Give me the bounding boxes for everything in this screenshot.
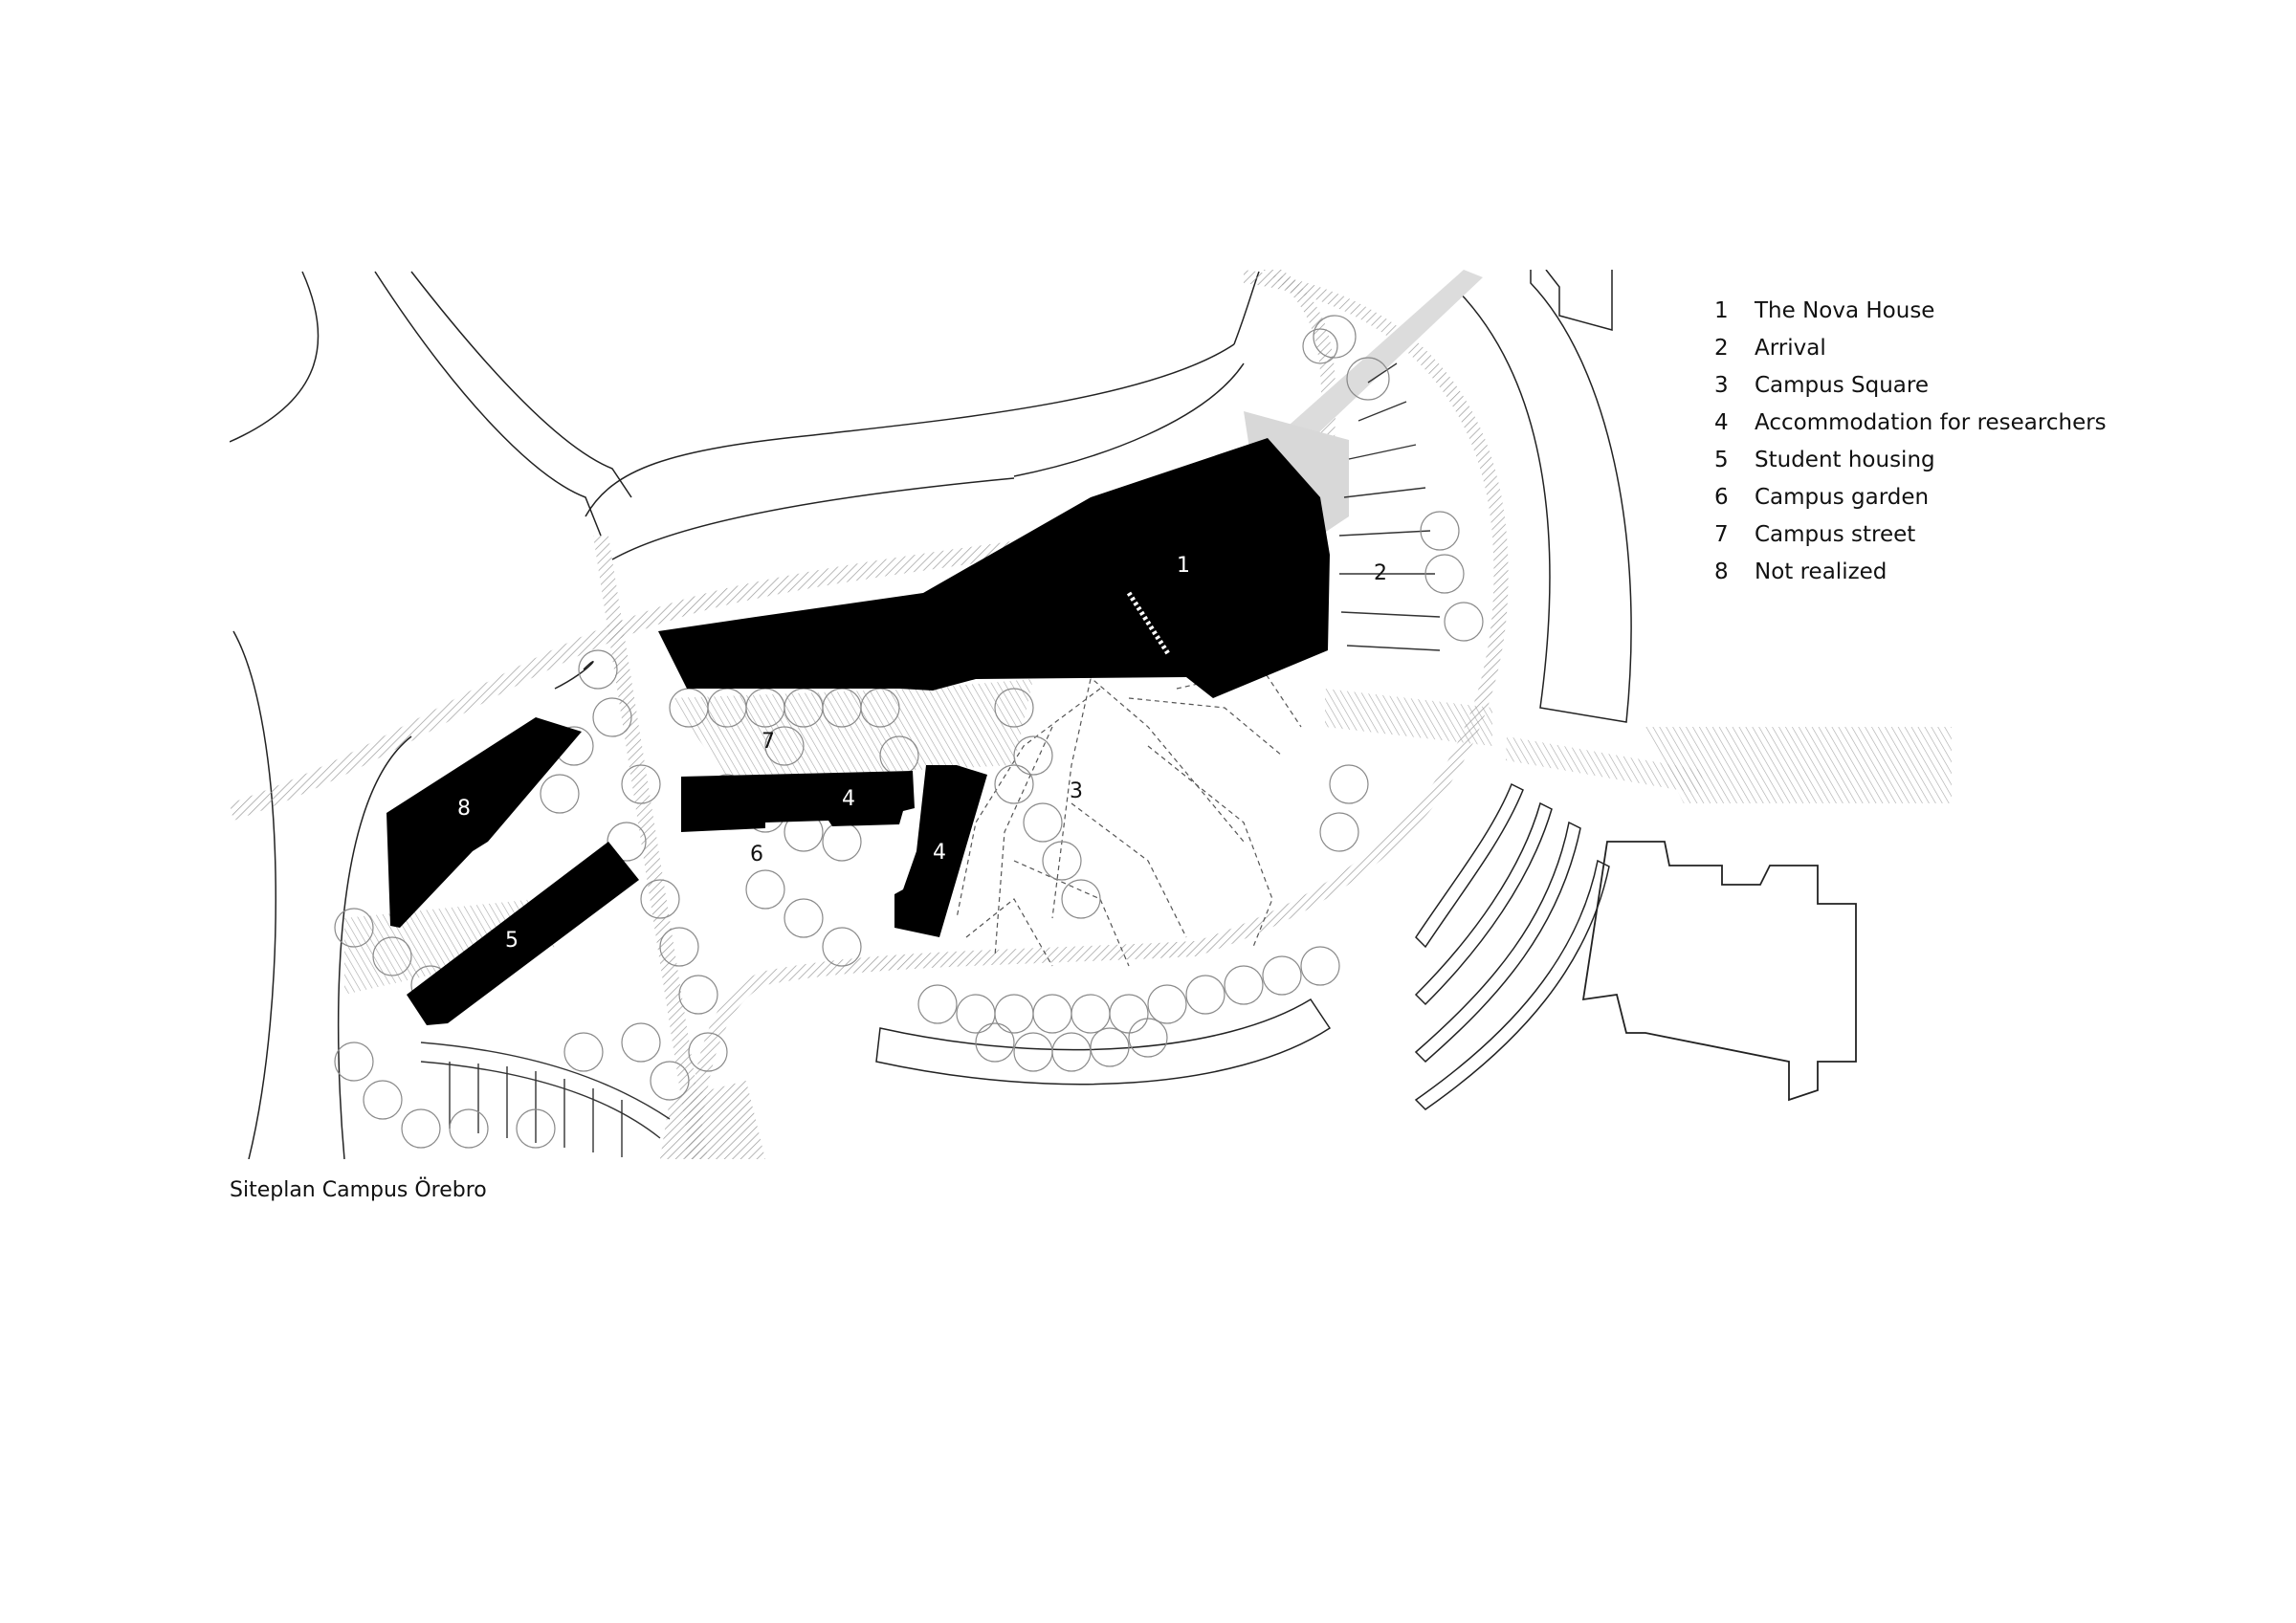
parking-stripes-arrival — [1338, 362, 1441, 651]
map-label-nova-house: 1 — [1177, 554, 1190, 578]
legend-item: 3 Campus Square — [1714, 367, 2250, 405]
nova-stair-detail — [1126, 591, 1172, 657]
legend: 1 The Nova House 2 Arrival 3 Campus Squa… — [1714, 293, 2250, 591]
building-not-realized — [386, 717, 582, 928]
parking-stripes-south — [420, 1042, 671, 1157]
legend-item: 4 Accommodation for researchers — [1714, 405, 2250, 442]
map-label-arrival: 2 — [1374, 561, 1387, 585]
hatched-paths — [230, 270, 1952, 1159]
legend-label: Arrival — [1755, 336, 1826, 361]
map-label-campus-garden: 6 — [750, 843, 763, 866]
legend-item: 7 Campus street — [1714, 516, 2250, 554]
figure-caption: Siteplan Campus Örebro — [230, 1178, 487, 1202]
east-building-outline — [1581, 841, 1857, 1102]
legend-item: 2 Arrival — [1714, 330, 2250, 367]
legend-number: 5 — [1714, 448, 1729, 472]
legend-number: 4 — [1714, 410, 1729, 435]
map-content — [230, 270, 1952, 1159]
legend-label: Campus Square — [1755, 373, 1930, 398]
map-label-student-housing: 5 — [505, 929, 519, 953]
building-accommodation-b — [894, 765, 987, 937]
building-nova-house — [658, 438, 1330, 698]
curved-building-rows — [875, 782, 1610, 1110]
legend-number: 2 — [1714, 336, 1729, 361]
legend-number: 1 — [1714, 298, 1729, 323]
trees — [334, 315, 1484, 1149]
legend-item: 6 Campus garden — [1714, 479, 2250, 516]
map-label-accommodation-a: 4 — [842, 787, 855, 811]
legend-label: Campus street — [1755, 522, 1916, 547]
legend-number: 3 — [1714, 373, 1729, 398]
map-labels: 1 2 3 4 4 5 6 7 8 — [457, 554, 1387, 953]
buildings — [386, 438, 1330, 1025]
legend-label: Not realized — [1755, 559, 1888, 584]
building-accommodation-a — [681, 771, 915, 832]
legend-label: Student housing — [1755, 448, 1935, 472]
building-student-housing — [407, 842, 639, 1025]
legend-number: 6 — [1714, 485, 1729, 510]
map-label-accommodation-b: 4 — [933, 841, 946, 865]
legend-number: 8 — [1714, 559, 1729, 584]
legend-label: Accommodation for researchers — [1755, 410, 2107, 435]
legend-item: 5 Student housing — [1714, 442, 2250, 479]
map-label-not-realized: 8 — [457, 797, 471, 821]
map-label-campus-square: 3 — [1070, 779, 1083, 803]
map-label-campus-street: 7 — [762, 730, 775, 754]
legend-number: 7 — [1714, 522, 1729, 547]
legend-item: 1 The Nova House — [1714, 293, 2250, 330]
legend-item: 8 Not realized — [1714, 554, 2250, 591]
road-outlines — [230, 270, 1632, 1159]
legend-label: The Nova House — [1755, 298, 1935, 323]
legend-label: Campus garden — [1755, 485, 1930, 510]
